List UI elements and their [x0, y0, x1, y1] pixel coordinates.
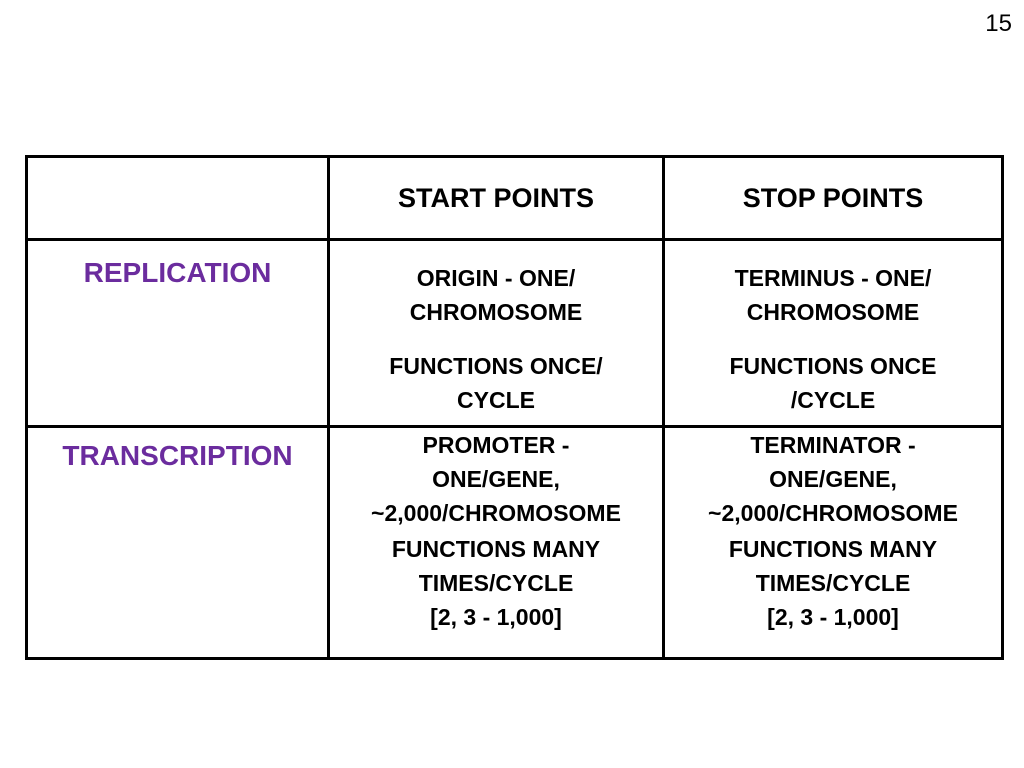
replication-stop-function-line-2: /CYCLE: [790, 387, 876, 413]
table-row-transcription: TRANSCRIPTION PROMOTER - ONE/GENE, ~2,00…: [25, 425, 1004, 660]
replication-start-function-line-1: FUNCTIONS ONCE/: [389, 353, 603, 379]
header-start-points: START POINTS: [327, 155, 665, 241]
transcription-start-cell: PROMOTER - ONE/GENE, ~2,000/CHROMOSOME F…: [327, 425, 665, 660]
transcription-stop-cell: TERMINATOR - ONE/GENE, ~2,000/CHROMOSOME…: [662, 425, 1004, 660]
replication-start-cell: ORIGIN - ONE/ CHROMOSOME FUNCTIONS ONCE/…: [327, 238, 665, 428]
table-row-replication: REPLICATION ORIGIN - ONE/ CHROMOSOME FUN…: [25, 238, 1004, 428]
transcription-stop-site-line-1: TERMINATOR -: [750, 432, 916, 458]
transcription-start-function-line-1: FUNCTIONS MANY: [391, 536, 601, 562]
transcription-stop-site-line-3: ~2,000/CHROMOSOME: [708, 500, 958, 526]
transcription-start-function-line-3: [2, 3 - 1,000]: [430, 604, 562, 630]
replication-start-function-line-2: CYCLE: [457, 387, 535, 413]
row-label-transcription: TRANSCRIPTION: [25, 425, 330, 660]
replication-stop-cell: TERMINUS - ONE/ CHROMOSOME FUNCTIONS ONC…: [662, 238, 1004, 428]
transcription-start-site-line-2: ONE/GENE,: [432, 466, 560, 492]
replication-start-site-line-1: ORIGIN - ONE/: [416, 265, 576, 291]
row-label-replication: REPLICATION: [25, 238, 330, 428]
replication-start-site-line-2: CHROMOSOME: [409, 299, 583, 325]
header-stop-points: STOP POINTS: [662, 155, 1004, 241]
transcription-start-function-line-2: TIMES/CYCLE: [418, 570, 574, 596]
start-stop-comparison-table: START POINTS STOP POINTS REPLICATION ORI…: [25, 155, 1004, 660]
replication-stop-site-line-2: CHROMOSOME: [746, 299, 920, 325]
transcription-stop-function-line-2: TIMES/CYCLE: [755, 570, 911, 596]
transcription-stop-function-line-3: [2, 3 - 1,000]: [767, 604, 899, 630]
transcription-stop-site-line-2: ONE/GENE,: [769, 466, 897, 492]
header-row: START POINTS STOP POINTS: [25, 155, 1004, 241]
transcription-start-site-line-1: PROMOTER -: [422, 432, 570, 458]
transcription-stop-function-line-1: FUNCTIONS MANY: [728, 536, 938, 562]
replication-stop-site-line-1: TERMINUS - ONE/: [734, 265, 932, 291]
replication-stop-function-line-1: FUNCTIONS ONCE: [729, 353, 937, 379]
header-corner-cell: [25, 155, 330, 241]
page-number: 15: [985, 10, 1012, 37]
transcription-start-site-line-3: ~2,000/CHROMOSOME: [371, 500, 621, 526]
